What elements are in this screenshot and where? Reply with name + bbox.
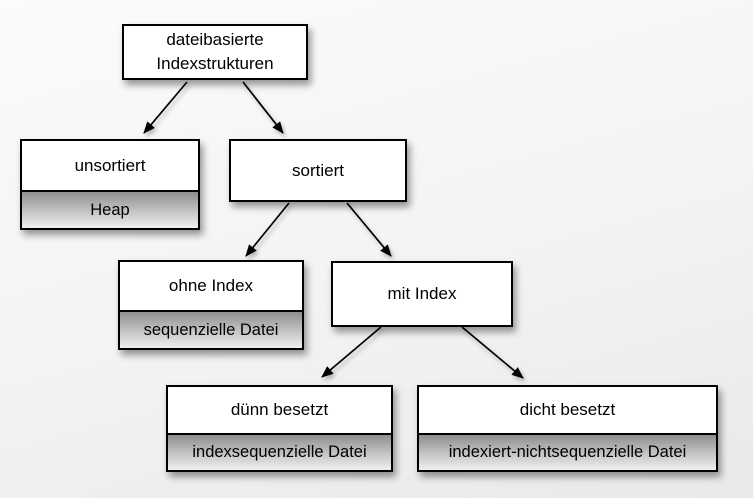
- node-dicht-besetzt: dicht besetzt indexiert-nichtsequenziell…: [417, 385, 718, 472]
- node-unsortiert-subband: Heap: [22, 190, 198, 228]
- node-root-label: dateibasierte Indexstrukturen: [156, 30, 274, 73]
- edge-mit-index-duenn: [321, 326, 382, 378]
- edge-sortiert-mit-index: [346, 202, 392, 257]
- node-unsortiert-label: unsortiert: [74, 155, 146, 175]
- node-dicht-besetzt-subband: indexiert-nichtsequenzielle Datei: [419, 433, 716, 470]
- node-duenn-besetzt: dünn besetzt indexsequenzielle Datei: [166, 385, 393, 472]
- node-ohne-index: ohne Index sequenzielle Datei: [118, 260, 304, 350]
- node-ohne-index-label: ohne Index: [168, 276, 254, 295]
- node-ohne-index-subband: sequenzielle Datei: [120, 310, 302, 348]
- edge-mit-index-dicht: [461, 326, 524, 379]
- node-root: dateibasierte Indexstrukturen: [122, 24, 308, 80]
- node-mit-index: mit Index: [331, 261, 513, 327]
- edge-sortiert-ohne-index: [245, 202, 290, 257]
- node-unsortiert: unsortiert Heap: [20, 139, 200, 230]
- node-mit-index-label: mit Index: [387, 284, 457, 303]
- node-duenn-besetzt-label: dünn besetzt: [230, 400, 329, 419]
- edge-root-unsortiert: [143, 81, 188, 134]
- node-duenn-besetzt-subband: indexsequenzielle Datei: [168, 433, 391, 470]
- edge-root-sortiert: [242, 81, 284, 134]
- node-dicht-besetzt-label: dicht besetzt: [519, 400, 616, 419]
- node-sortiert: sortiert: [229, 139, 407, 202]
- node-sortiert-label: sortiert: [292, 160, 344, 180]
